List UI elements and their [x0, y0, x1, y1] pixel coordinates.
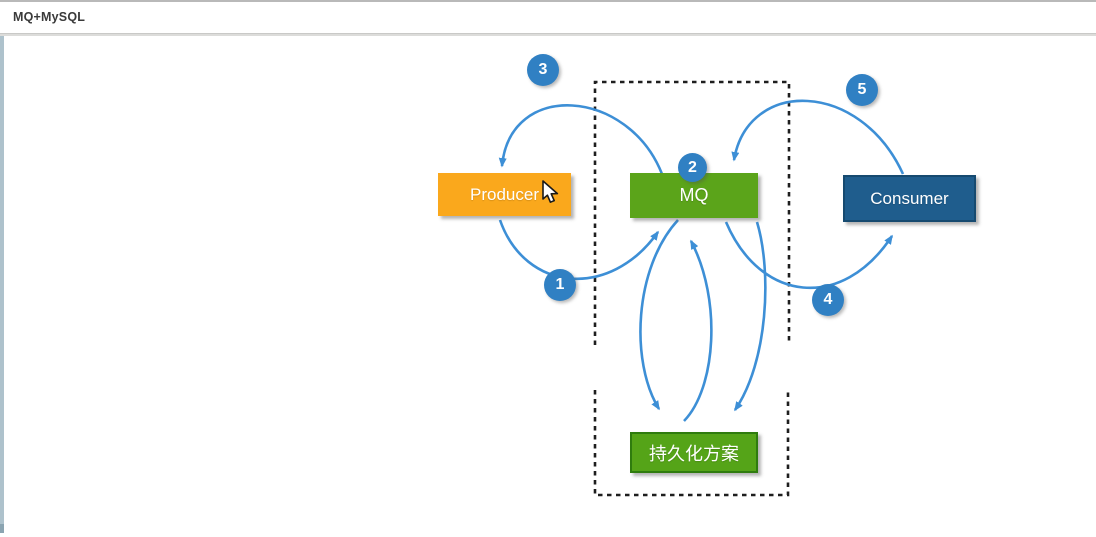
node-mq: MQ: [630, 173, 758, 218]
step-badge-5-label: 5: [857, 81, 867, 98]
dashed-boundary-lower: [593, 390, 790, 497]
node-mq-label: MQ: [679, 185, 709, 205]
arrow-persistence-to-mq: [683, 239, 713, 422]
arrow-step3-mq-to-producer: [498, 104, 664, 175]
title-bar: MQ+MySQL: [0, 0, 1096, 33]
dashed-boundary-upper: [593, 80, 791, 345]
step-badge-3-label: 3: [538, 61, 548, 78]
step-badge-4: 4: [812, 284, 844, 316]
arrow-step1-producer-to-mq: [498, 219, 660, 280]
diagram-canvas: Producer MQ Consumer 持久化方案 1 2 3 4 5: [0, 36, 1096, 537]
node-persistence-label: 持久化方案: [649, 443, 739, 464]
node-consumer: Consumer: [843, 175, 976, 222]
step-badge-1: 1: [544, 269, 576, 301]
step-badge-1-label: 1: [555, 276, 565, 293]
left-edge-strip: [0, 36, 4, 528]
title-divider: [0, 33, 1096, 36]
node-consumer-label: Consumer: [870, 188, 949, 208]
arrow-mq-to-persistence-left: [639, 219, 679, 411]
diagram-connectors: [498, 80, 905, 497]
step-badge-2: 2: [678, 153, 707, 182]
step-badge-5: 5: [846, 74, 878, 106]
left-edge-strip-end: [0, 524, 4, 533]
step-badge-2-label: 2: [688, 158, 697, 176]
node-producer-label: Producer: [470, 184, 539, 204]
mouse-cursor-icon: [542, 180, 559, 203]
node-persistence: 持久化方案: [630, 432, 758, 473]
arrow-step5-consumer-to-mq: [731, 99, 905, 175]
step-badge-4-label: 4: [823, 291, 833, 308]
arrow-step4-mq-to-consumer: [724, 221, 894, 290]
page-title: MQ+MySQL: [13, 10, 86, 24]
step-badge-3: 3: [527, 54, 559, 86]
arrow-mq-to-persistence-right: [733, 221, 767, 412]
